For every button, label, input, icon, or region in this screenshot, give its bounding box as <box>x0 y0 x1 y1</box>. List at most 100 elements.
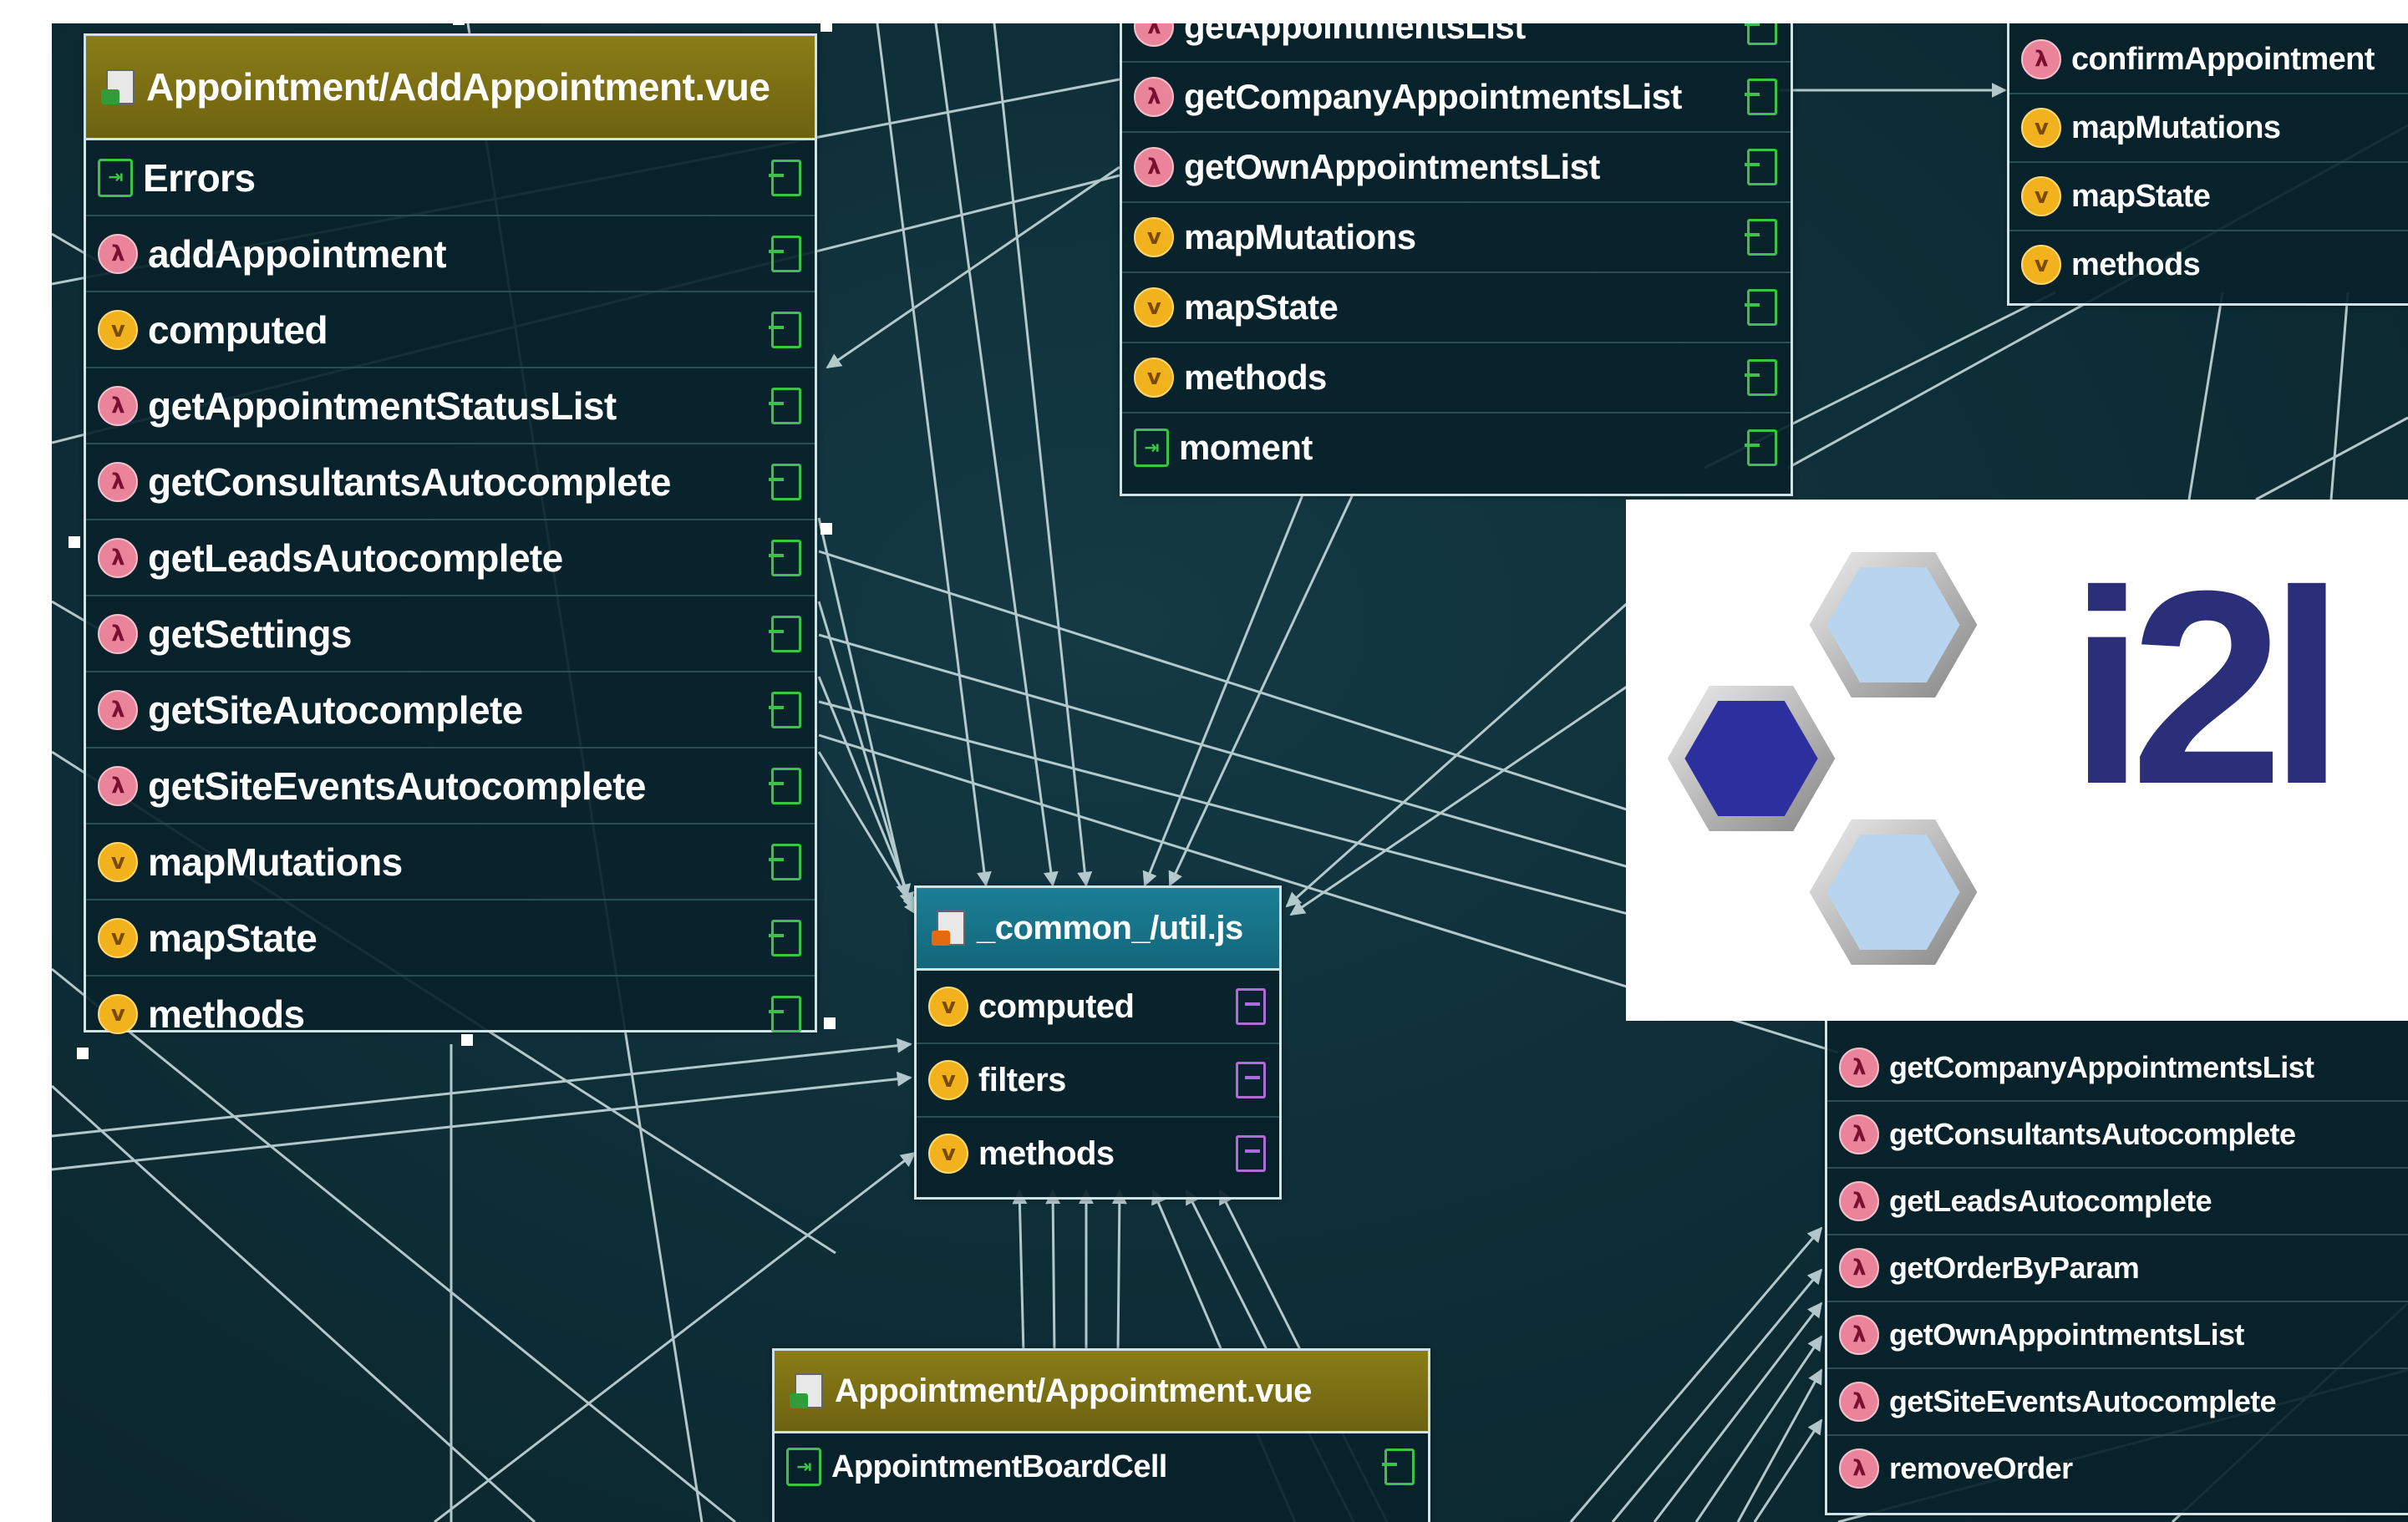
import-port-icon[interactable] <box>1745 289 1777 326</box>
lambda-icon: λ <box>1839 1181 1879 1221</box>
import-port-icon[interactable] <box>769 843 801 880</box>
variable-icon: v <box>1134 217 1174 257</box>
lambda-icon: λ <box>1134 77 1174 117</box>
member-label: getLeadsAutocomplete <box>148 535 563 580</box>
member-label: removeOrder <box>1889 1451 2073 1485</box>
resize-handle[interactable] <box>820 523 832 535</box>
import-port-icon[interactable] <box>1745 359 1777 396</box>
import-port-icon[interactable] <box>769 311 801 348</box>
variable-icon: v <box>98 993 138 1034</box>
member-row[interactable]: ⇥AppointmentBoardCell <box>775 1433 1428 1500</box>
member-row[interactable]: ⇥Errors <box>86 140 815 216</box>
logo-text: i2l <box>2069 533 2345 841</box>
node-header[interactable]: Appointment/Appointment.vue <box>775 1351 1428 1433</box>
import-port-icon[interactable] <box>1745 149 1777 185</box>
resize-handle[interactable] <box>824 1017 836 1029</box>
import-port-icon[interactable] <box>1745 23 1777 45</box>
import-port-icon[interactable] <box>769 159 801 196</box>
export-port-icon[interactable] <box>1236 1062 1266 1098</box>
member-row[interactable]: v methods <box>2009 231 2408 298</box>
resize-handle[interactable] <box>461 1034 473 1046</box>
import-port-icon[interactable] <box>769 767 801 804</box>
import-port-icon[interactable] <box>769 995 801 1032</box>
import-port-icon[interactable] <box>769 235 801 272</box>
member-row[interactable]: ⇥ moment <box>1122 413 1791 482</box>
lambda-icon: λ <box>1839 1315 1879 1355</box>
lambda-icon: λ <box>2021 39 2061 79</box>
import-port-icon[interactable] <box>769 539 801 576</box>
import-port-icon[interactable] <box>1745 219 1777 256</box>
import-port-icon[interactable] <box>769 615 801 652</box>
import-icon: ⇥ <box>786 1448 821 1486</box>
member-label: moment <box>1179 428 1313 467</box>
lambda-icon: λ <box>1839 1048 1879 1088</box>
member-label: getSettings <box>148 611 352 656</box>
node-header[interactable]: _common_/util.js <box>917 888 1279 971</box>
member-row[interactable]: λ getCompanyAppointmentsList <box>1122 63 1791 133</box>
import-icon: ⇥ <box>1134 429 1169 467</box>
resize-handle[interactable] <box>820 23 832 32</box>
member-label: confirmAppointment <box>2071 41 2375 77</box>
import-port-icon[interactable] <box>1382 1448 1415 1485</box>
variable-icon: v <box>2021 245 2061 285</box>
resize-handle[interactable] <box>69 536 80 548</box>
export-port-icon[interactable] <box>1236 1135 1266 1172</box>
vue-file-icon <box>790 1373 823 1408</box>
node-appointment[interactable]: Appointment/Appointment.vue ⇥Appointment… <box>772 1348 1430 1522</box>
member-row[interactable]: λ confirmAppointment <box>2009 26 2408 94</box>
import-port-icon[interactable] <box>769 919 801 956</box>
member-label: getCompanyAppointmentsList <box>1184 77 1682 116</box>
import-port-icon[interactable] <box>769 691 801 728</box>
resize-handle[interactable] <box>77 1048 89 1059</box>
lambda-icon: λ <box>98 233 138 274</box>
member-label: mapState <box>2071 178 2211 214</box>
member-label: methods <box>2071 246 2201 282</box>
import-port-icon[interactable] <box>769 463 801 500</box>
node-header[interactable]: Appointment/AddAppointment.vue <box>86 36 815 140</box>
member-label: methods <box>1184 358 1327 397</box>
export-port-icon[interactable] <box>1236 988 1266 1025</box>
import-port-icon[interactable] <box>1745 429 1777 466</box>
member-label: mapMutations <box>2071 109 2281 145</box>
import-port-icon[interactable] <box>769 387 801 424</box>
resize-handle[interactable] <box>453 23 465 25</box>
member-label: mapMutations <box>148 840 403 884</box>
import-port-icon[interactable] <box>1745 79 1777 115</box>
member-label: mapState <box>1184 287 1339 327</box>
